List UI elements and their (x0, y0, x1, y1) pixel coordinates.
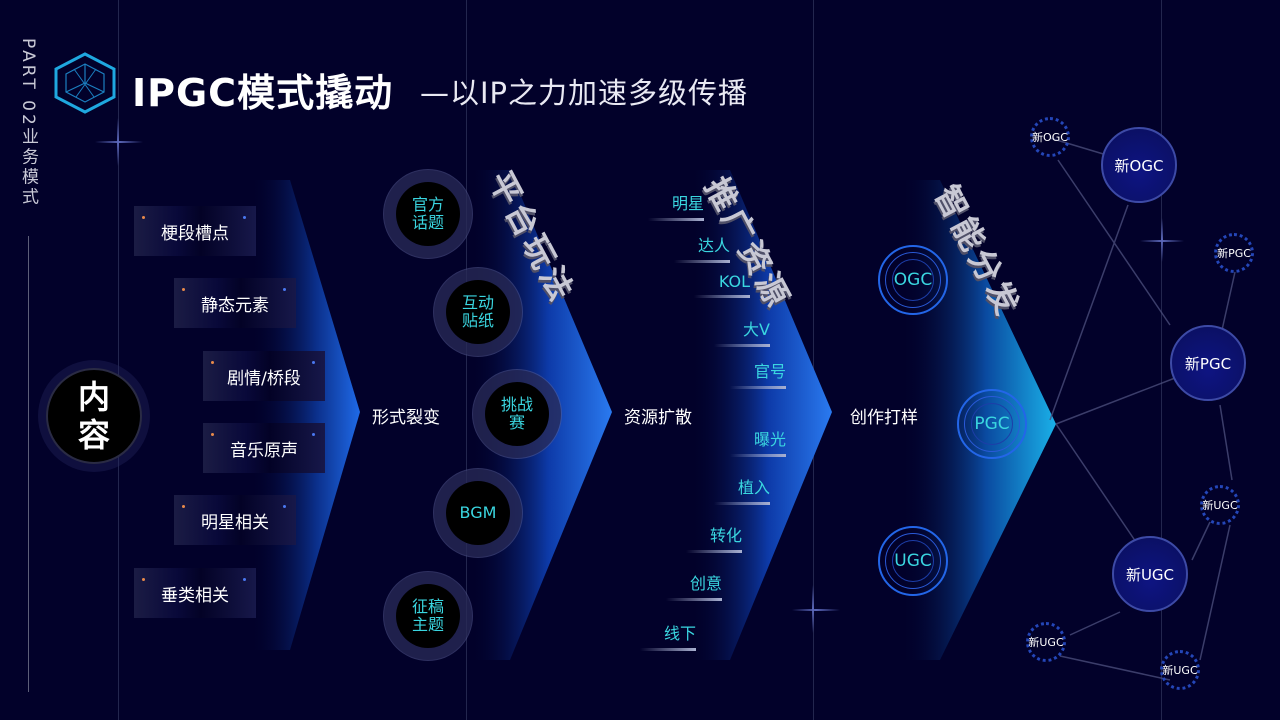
network-node-small: 新UGC (1026, 622, 1066, 662)
content-item: 静态元素 (174, 278, 296, 328)
creation-ring-ogc: OGC (878, 245, 948, 315)
core-content-node: 内 容 (46, 368, 142, 464)
page-title: IPGC模式撬动 (132, 71, 394, 115)
grid-line (813, 0, 814, 720)
network-node-big: 新UGC (1112, 536, 1188, 612)
sidebar-divider (28, 236, 29, 692)
creation-ring-pgc: PGC (957, 389, 1027, 459)
creation-ring-ugc: UGC (878, 526, 948, 596)
content-item: 音乐原声 (203, 423, 325, 473)
resource-item: 创意 (666, 570, 722, 601)
part-label: PART 02业务模式 (18, 38, 38, 208)
core-label: 容 (77, 416, 110, 454)
page-subtitle: —以IP之力加速多级传播 (420, 76, 749, 110)
stage-label-creation-sample: 创作打样 (850, 408, 918, 428)
network-node-big: 新OGC (1101, 127, 1177, 203)
content-item: 明星相关 (174, 495, 296, 545)
network-node-small: 新UGC (1200, 485, 1240, 525)
network-node-big: 新PGC (1170, 325, 1246, 401)
platform-item: 互动贴纸 (446, 280, 510, 344)
platform-item: 官方话题 (396, 182, 460, 246)
platform-item: BGM (446, 481, 510, 545)
resource-item: KOL (694, 272, 750, 298)
resource-item: 曝光 (730, 426, 786, 457)
grid-line (466, 0, 467, 720)
resource-item: 官号 (730, 358, 786, 389)
stage-label-form-fission: 形式裂变 (372, 408, 440, 428)
platform-item: 挑战赛 (485, 382, 549, 446)
content-item: 剧情/桥段 (203, 351, 325, 401)
core-label: 内 (77, 378, 110, 416)
content-item: 垂类相关 (134, 568, 256, 618)
network-node-small: 新OGC (1030, 117, 1070, 157)
resource-item: 转化 (686, 522, 742, 553)
sparkle-decoration (792, 609, 840, 611)
network-node-small: 新UGC (1160, 650, 1200, 690)
stage-label-resource-spread: 资源扩散 (624, 408, 692, 428)
resource-item: 线下 (640, 620, 696, 651)
hexagon-cube-icon (52, 52, 118, 114)
network-node-small: 新PGC (1214, 233, 1254, 273)
sparkle-decoration (117, 118, 119, 166)
sparkle-decoration (95, 141, 143, 143)
sparkle-decoration (1161, 218, 1163, 262)
content-item: 梗段槽点 (134, 206, 256, 256)
resource-item: 达人 (674, 232, 730, 263)
resource-item: 植入 (714, 474, 770, 505)
resource-item: 大V (714, 316, 770, 347)
resource-item: 明星 (648, 190, 704, 221)
grid-line (1161, 0, 1162, 720)
grid-line (118, 0, 119, 720)
platform-item: 征稿主题 (396, 584, 460, 648)
sparkle-decoration (812, 585, 814, 633)
